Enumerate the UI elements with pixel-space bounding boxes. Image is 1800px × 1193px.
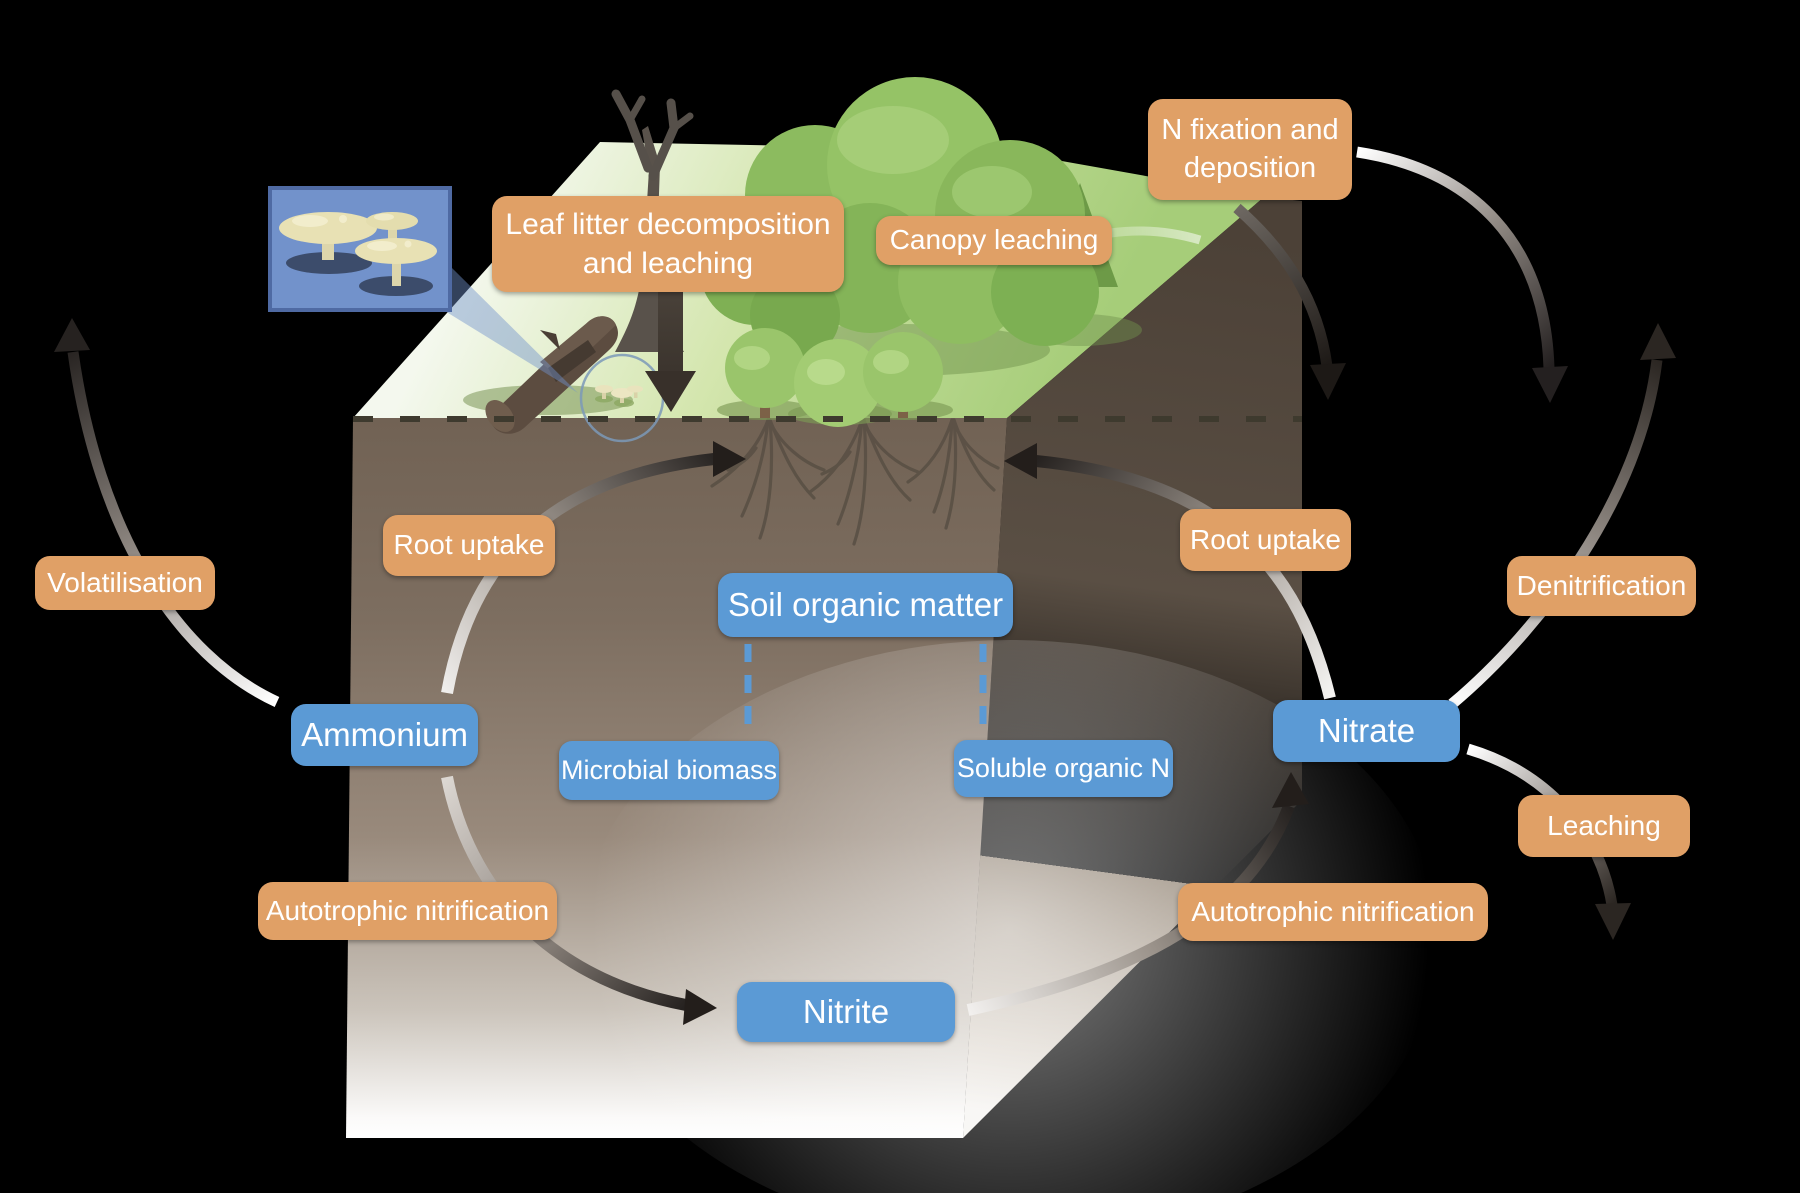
label-denitrification: Denitrification bbox=[1507, 556, 1696, 616]
label-root-uptake-left: Root uptake bbox=[383, 515, 555, 576]
label-autotrophic-nitrification-right: Autotrophic nitrification bbox=[1178, 883, 1488, 941]
soil-light-glow bbox=[580, 640, 1440, 1193]
label-nitrite: Nitrite bbox=[737, 982, 955, 1042]
label-microbial-biomass: Microbial biomass bbox=[559, 741, 779, 800]
arrow-deposition-into-soil bbox=[1233, 203, 1333, 367]
label-canopy-leaching: Canopy leaching bbox=[876, 216, 1112, 265]
arrow-volatilisation bbox=[67, 351, 280, 707]
arrowhead-ammonium-nitrite bbox=[683, 989, 717, 1025]
label-soluble-organic-n: Soluble organic N bbox=[954, 740, 1173, 797]
arrow-n-fixation-right bbox=[1356, 146, 1555, 369]
mushrooms-inset bbox=[268, 186, 452, 312]
label-ammonium: Ammonium bbox=[291, 704, 478, 766]
label-volatilisation: Volatilisation bbox=[35, 556, 215, 610]
arrowhead-leaching bbox=[1595, 903, 1631, 940]
arrowhead-ammonium-root-uptake bbox=[713, 441, 746, 477]
label-leaf-litter-decomposition: Leaf litter decomposition and leaching bbox=[492, 196, 844, 292]
label-autotrophic-nitrification-left: Autotrophic nitrification bbox=[258, 882, 557, 940]
fallen-log bbox=[463, 316, 633, 434]
arrowhead-nitrite-nitrate bbox=[1272, 772, 1309, 808]
label-n-fixation-deposition: N fixation and deposition bbox=[1148, 99, 1352, 200]
leaf-litter-arrow bbox=[645, 286, 696, 412]
arrowhead-denitrification bbox=[1640, 323, 1676, 360]
small-front-trees bbox=[717, 328, 953, 427]
label-leaching: Leaching bbox=[1518, 795, 1690, 857]
arrowhead-volatilisation bbox=[54, 318, 90, 352]
arrowhead-nitrate-root-uptake bbox=[1004, 443, 1037, 479]
arrowhead-n-fixation-right bbox=[1532, 366, 1568, 403]
label-soil-organic-matter: Soil organic matter bbox=[718, 573, 1013, 637]
label-nitrate: Nitrate bbox=[1273, 700, 1460, 762]
inset-callout-cone bbox=[440, 268, 578, 393]
arrow-denitrification bbox=[1448, 359, 1663, 709]
arrow-nitrite-nitrate bbox=[966, 803, 1295, 1016]
arrowhead-deposition-into-soil bbox=[1310, 363, 1346, 400]
label-root-uptake-right: Root uptake bbox=[1180, 509, 1351, 571]
tree-roots bbox=[710, 418, 1000, 546]
